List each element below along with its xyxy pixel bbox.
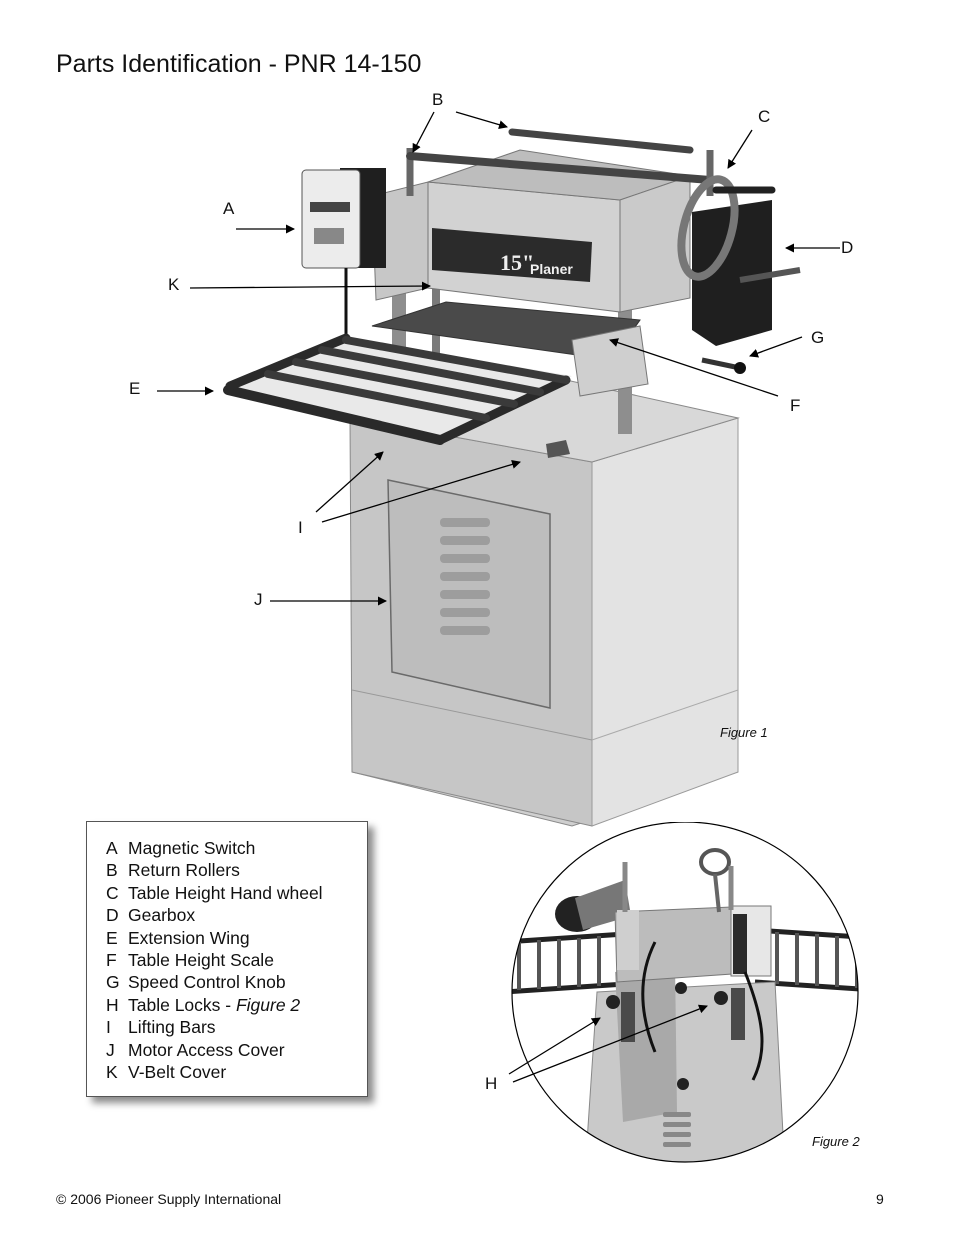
footer-copyright: © 2006 Pioneer Supply International: [56, 1191, 282, 1207]
page-number: 9: [876, 1191, 884, 1207]
callout-k: K: [168, 275, 180, 294]
gearbox: [692, 200, 801, 346]
arrow-c: [727, 129, 753, 169]
callout-h: H: [485, 1074, 498, 1093]
figure-1-callout-arrows: [157, 111, 840, 606]
arrow-b-left: [412, 111, 435, 153]
arrow-k: [189, 281, 431, 291]
figure-1-planer-photo: 15" Planer: [157, 111, 840, 827]
hand-wheel: [677, 175, 776, 281]
arrow-b-right: [455, 111, 508, 130]
callout-b: B: [432, 90, 444, 109]
callout-c: C: [758, 107, 771, 126]
planer-size-label: 15": [500, 250, 534, 275]
figure-1-caption: Figure 1: [720, 725, 768, 740]
arrow-f: [609, 338, 779, 397]
page-title: Parts Identification - PNR 14-150: [56, 50, 422, 78]
callout-i: I: [298, 518, 303, 537]
planer-name-label: Planer: [530, 261, 573, 277]
arrow-h-left: [508, 1017, 601, 1075]
magnetic-switch: [301, 168, 386, 340]
arrow-h-right: [512, 1004, 708, 1083]
motor-access-cover: [387, 479, 551, 709]
arrow-i-left: [315, 451, 384, 513]
callout-j: J: [254, 590, 263, 609]
return-rollers: [406, 128, 714, 196]
figure-2-callout-arrows: [508, 1004, 708, 1083]
figure-2-rear-view-photo: [508, 822, 859, 1163]
figure-2-caption: Figure 2: [812, 1134, 860, 1149]
callout-d: D: [841, 238, 854, 257]
callout-g: G: [811, 328, 825, 347]
arrow-i-right: [321, 460, 521, 523]
arrow-g: [749, 336, 803, 358]
callout-e: E: [129, 379, 141, 398]
callout-a: A: [223, 199, 235, 218]
callout-f: F: [790, 396, 801, 415]
extension-wing: [223, 333, 572, 445]
